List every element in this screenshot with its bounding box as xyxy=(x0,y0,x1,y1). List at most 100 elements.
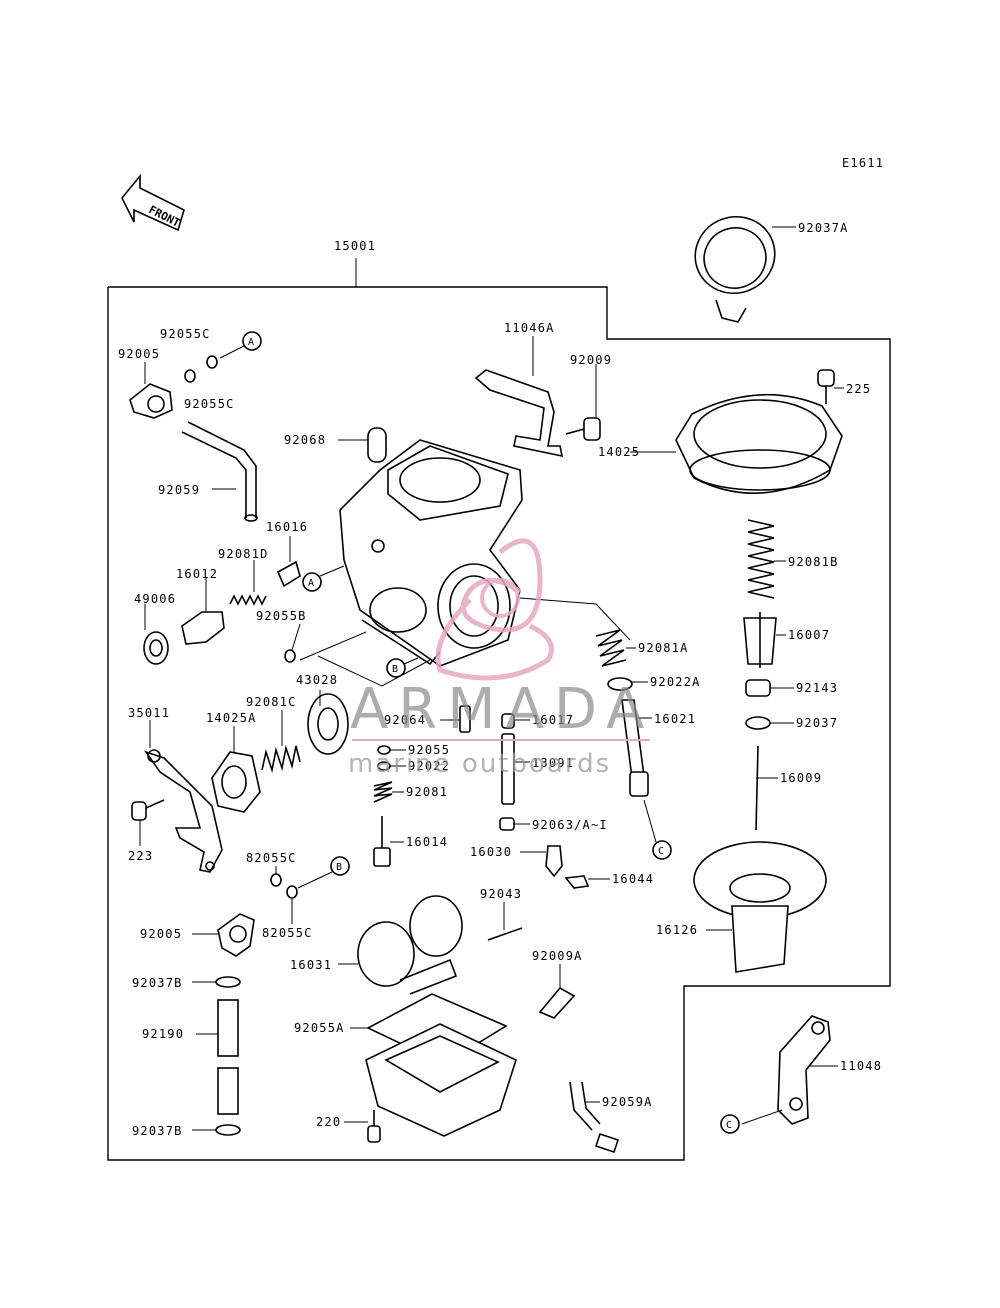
label-92037A: 92037A xyxy=(798,221,849,235)
label-16012: 16012 xyxy=(176,567,218,581)
spring-92081-part xyxy=(373,781,393,803)
label-13091: 13091 xyxy=(532,756,574,770)
svg-text:A: A xyxy=(308,578,314,589)
callout-c-mid: C xyxy=(643,799,672,860)
assembly-frame xyxy=(107,286,891,1161)
cap-49006-part xyxy=(143,631,169,665)
part-16007-part xyxy=(743,612,777,668)
assembly-label: 15001 xyxy=(334,239,376,253)
label-16007: 16007 xyxy=(788,628,830,642)
part-16016-part xyxy=(276,560,301,588)
cover-14025A-part xyxy=(211,751,261,813)
label-16021: 16021 xyxy=(654,712,696,726)
label-92081D: 92081D xyxy=(218,547,269,561)
label-223: 223 xyxy=(128,849,153,863)
label-220: 220 xyxy=(316,1115,341,1129)
screw-223-part xyxy=(131,799,165,821)
label-92005-top: 92005 xyxy=(118,347,160,361)
label-92081A: 92081A xyxy=(638,641,689,655)
label-49006: 49006 xyxy=(134,592,176,606)
label-92063A: 92063/A~I xyxy=(532,818,608,832)
label-11048: 11048 xyxy=(840,1059,882,1073)
label-92143: 92143 xyxy=(796,681,838,695)
label-92064: 92064 xyxy=(384,713,426,727)
label-92081C: 92081C xyxy=(246,695,297,709)
needle-16009-part xyxy=(755,745,759,831)
label-14025: 14025 xyxy=(598,445,640,459)
label-225: 225 xyxy=(846,382,871,396)
spring-92081C-part xyxy=(261,744,301,774)
callout-a-mid: A xyxy=(302,565,345,592)
screw-220-part xyxy=(367,1110,381,1143)
washer-92022A-part xyxy=(607,677,633,691)
label-14025A: 14025A xyxy=(206,711,257,725)
label-16017: 16017 xyxy=(532,713,574,727)
label-11046A: 11046A xyxy=(504,321,555,335)
diaphragm-43028-part xyxy=(307,693,349,755)
label-16044: 16044 xyxy=(612,872,654,886)
screw-92009A-part xyxy=(538,986,576,1019)
spring-92081B-part xyxy=(747,519,775,599)
label-92055: 92055 xyxy=(408,743,450,757)
o-ring-92055B-part xyxy=(284,649,296,663)
label-92055C-top: 92055C xyxy=(160,327,211,341)
part-16014-part xyxy=(373,816,391,867)
callout-c-bottom: C xyxy=(720,1114,740,1134)
label-92037B-top: 92037B xyxy=(132,976,183,990)
part-13091-part xyxy=(501,733,515,805)
pin-92043-part xyxy=(487,927,523,941)
label-92009: 92009 xyxy=(570,353,612,367)
callout-a-top: A xyxy=(219,331,262,359)
jet-92063-part xyxy=(499,817,515,831)
clip-16044-part xyxy=(564,875,590,889)
diagram-code: E1611 xyxy=(842,156,884,170)
float-bowl-part xyxy=(365,993,517,1137)
carburetor-body-part xyxy=(339,439,523,667)
label-16126: 16126 xyxy=(656,923,698,937)
o-rings-top-part xyxy=(184,355,218,383)
cap-92068-part xyxy=(367,427,387,463)
fitting-92005-bottom-part xyxy=(217,913,255,957)
svg-text:B: B xyxy=(392,664,398,675)
float-16031-part xyxy=(357,895,463,995)
svg-text:C: C xyxy=(658,846,664,857)
watermark-tagline: marine outboards xyxy=(348,749,611,779)
bracket-11048-part xyxy=(777,1015,831,1125)
label-92037B-bottom: 92037B xyxy=(132,1124,183,1138)
label-92055A: 92055A xyxy=(294,1021,345,1035)
spring-92081D-part xyxy=(229,594,267,606)
tube-92190-part xyxy=(217,999,239,1115)
svg-text:B: B xyxy=(336,862,342,873)
label-92190: 92190 xyxy=(142,1027,184,1041)
clamp-92037B-bottom-part xyxy=(215,1124,241,1136)
front-arrow-icon: FRONT xyxy=(121,173,185,232)
hose-92059A-part xyxy=(569,1081,620,1154)
hose-92059-part xyxy=(181,421,258,522)
label-92081: 92081 xyxy=(406,785,448,799)
spring-92081A-part xyxy=(595,629,627,667)
label-92022A: 92022A xyxy=(650,675,701,689)
label-43028: 43028 xyxy=(296,673,338,687)
armada-watermark-logo xyxy=(435,538,554,681)
label-92055B: 92055B xyxy=(256,609,307,623)
label-92009A: 92009A xyxy=(532,949,583,963)
o-ring-82055C-left-part xyxy=(270,873,282,887)
screw-92009-part xyxy=(565,417,601,441)
label-92068: 92068 xyxy=(284,433,326,447)
label-82055C-bottom: 82055C xyxy=(262,926,313,940)
clip-92037-part xyxy=(745,716,771,730)
bracket-11046A-part xyxy=(474,369,564,458)
bracket-35011-part xyxy=(143,749,223,873)
screw-16021-part xyxy=(621,699,649,797)
clamp-band-part xyxy=(694,215,776,323)
label-92043: 92043 xyxy=(480,887,522,901)
label-92081B: 92081B xyxy=(788,555,839,569)
label-92059A: 92059A xyxy=(602,1095,653,1109)
screw-225-part xyxy=(817,369,835,404)
label-92005-bottom: 92005 xyxy=(140,927,182,941)
svg-text:A: A xyxy=(248,337,254,348)
svg-text:C: C xyxy=(726,1120,732,1131)
label-16031: 16031 xyxy=(290,958,332,972)
o-ring-82055C-right-part xyxy=(286,885,298,899)
